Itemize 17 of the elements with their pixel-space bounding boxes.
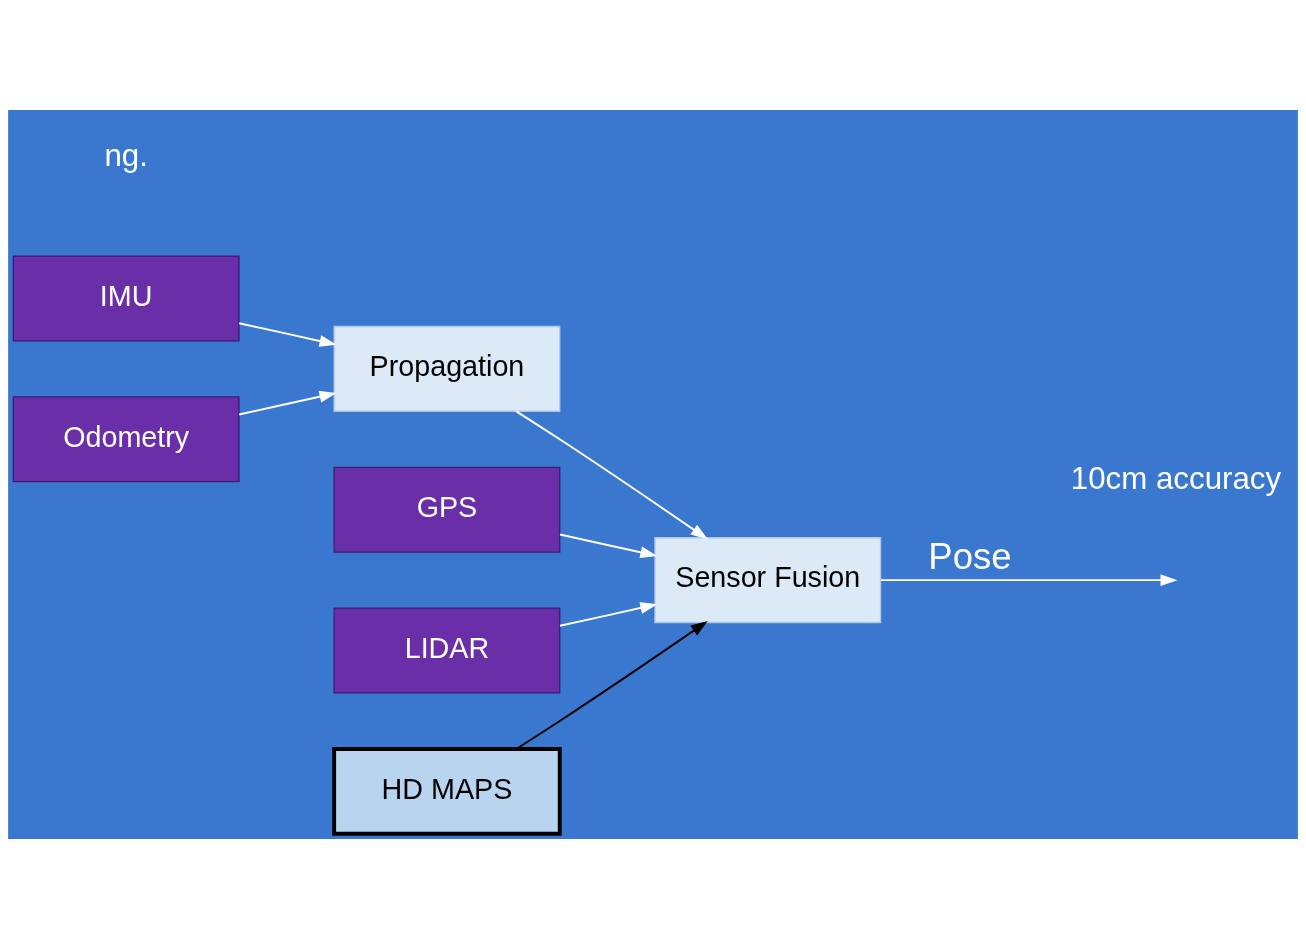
label: ng. bbox=[104, 137, 148, 173]
node-box: Odometry bbox=[12, 396, 240, 483]
arrow bbox=[238, 322, 337, 347]
arrow bbox=[559, 602, 658, 627]
arrow bbox=[238, 390, 337, 416]
node-box: IMU bbox=[12, 255, 240, 342]
arrow bbox=[515, 410, 708, 540]
label: 10cm accuracy bbox=[1070, 461, 1282, 497]
node-box: LIDAR bbox=[333, 607, 561, 694]
node-box: Sensor Fusion bbox=[654, 537, 882, 624]
node-box: Propagation bbox=[333, 325, 561, 412]
node-box: GPS bbox=[333, 466, 561, 553]
edge-label: Pose bbox=[928, 535, 1012, 577]
arrow bbox=[559, 533, 658, 559]
arrow bbox=[880, 574, 1178, 587]
node-box: HD MAPS bbox=[332, 747, 562, 836]
arrow bbox=[515, 620, 708, 750]
